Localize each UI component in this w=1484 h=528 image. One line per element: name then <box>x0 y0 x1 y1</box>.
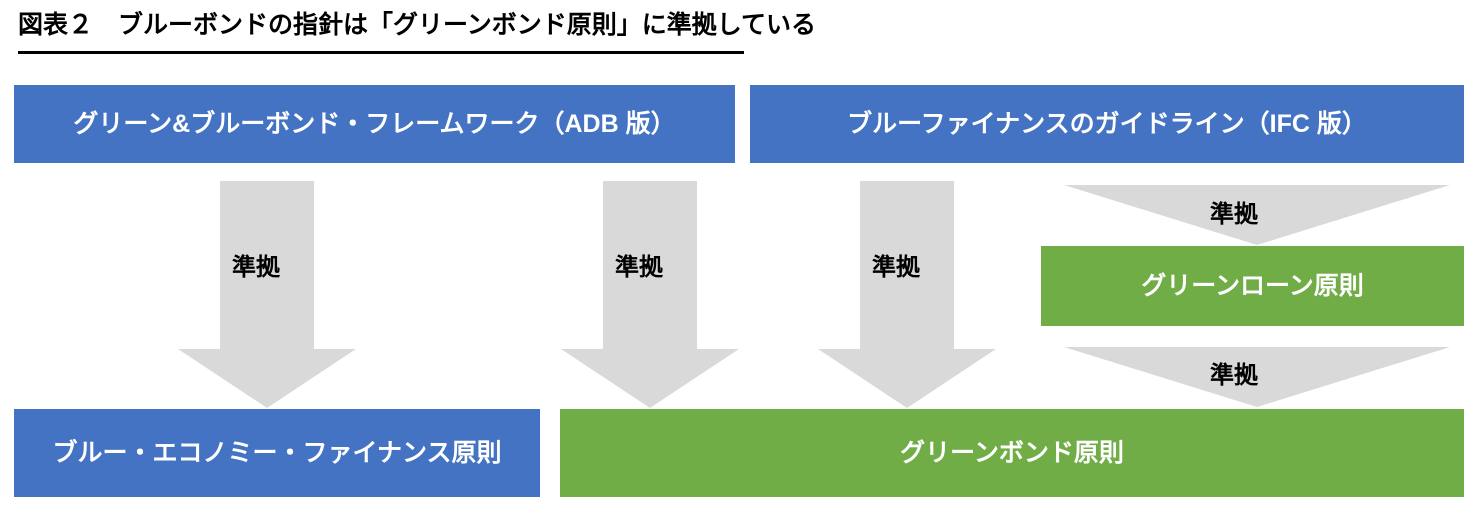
arrow-label-adb-to-blue-economy: 準拠 <box>232 254 280 281</box>
node-blue-economy-finance-principles[interactable]: ブルー・エコノミー・ファイナンス原則 <box>14 409 540 497</box>
node-green-bond-principles[interactable]: グリーンボンド原則 <box>560 409 1464 497</box>
arrow-green-loan-to-green-bond-principles <box>1064 347 1450 407</box>
arrow-adb-to-green-bond-principles <box>561 181 739 408</box>
arrow-label-adb-to-green-bond-principles: 準拠 <box>615 254 663 281</box>
node-ifc-guideline[interactable]: ブルーファイナンスのガイドライン（IFC 版） <box>750 85 1464 163</box>
node-adb-framework[interactable]: グリーン&ブルーボンド・フレームワーク（ADB 版） <box>14 85 735 163</box>
arrow-ifc-to-green-loan-principles <box>1064 185 1450 245</box>
arrow-ifc-to-green-bond-principles <box>818 181 996 408</box>
arrow-label-ifc-to-green-loan-principles: 準拠 <box>1210 201 1258 228</box>
arrow-adb-to-blue-economy <box>178 181 356 408</box>
page-title: 図表２ ブルーボンドの指針は「グリーンボンド原則」に準拠している <box>18 11 817 39</box>
arrow-label-green-loan-to-green-bond-principles: 準拠 <box>1210 362 1258 389</box>
title-underline <box>18 51 744 54</box>
node-green-loan-principles[interactable]: グリーンローン原則 <box>1041 246 1464 326</box>
arrow-label-ifc-to-green-bond-principles: 準拠 <box>872 254 920 281</box>
